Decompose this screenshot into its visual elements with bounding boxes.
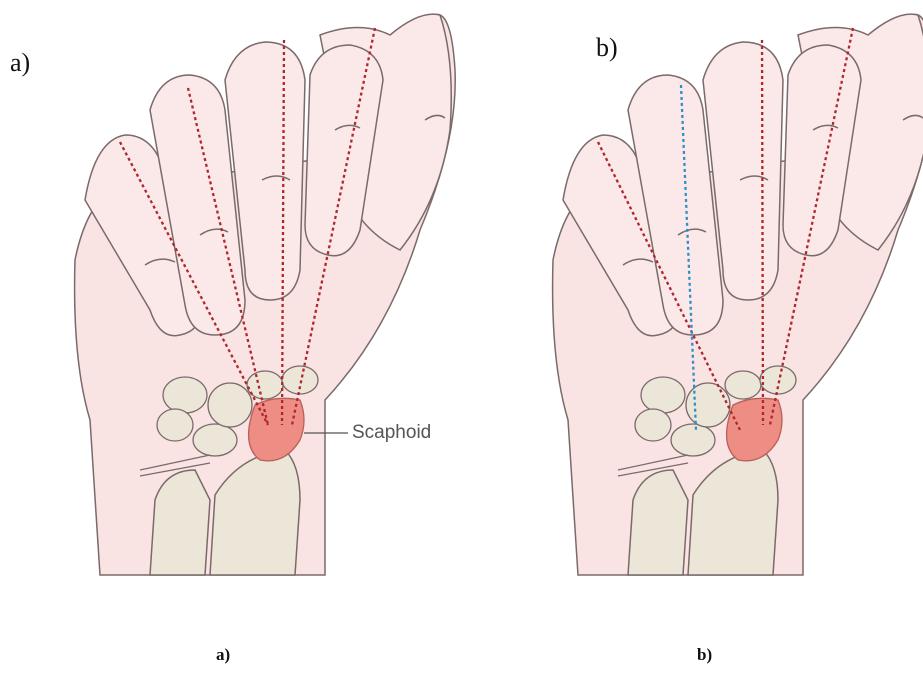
panel-a-label: a) [10,48,30,78]
panel-b-label: b) [596,33,618,63]
panel-b-illustration [553,14,923,575]
caption-b: b) [697,645,712,665]
panel-a-illustration [75,14,456,575]
scaphoid-callout: Scaphoid [352,422,431,444]
caption-a: a) [216,645,230,665]
